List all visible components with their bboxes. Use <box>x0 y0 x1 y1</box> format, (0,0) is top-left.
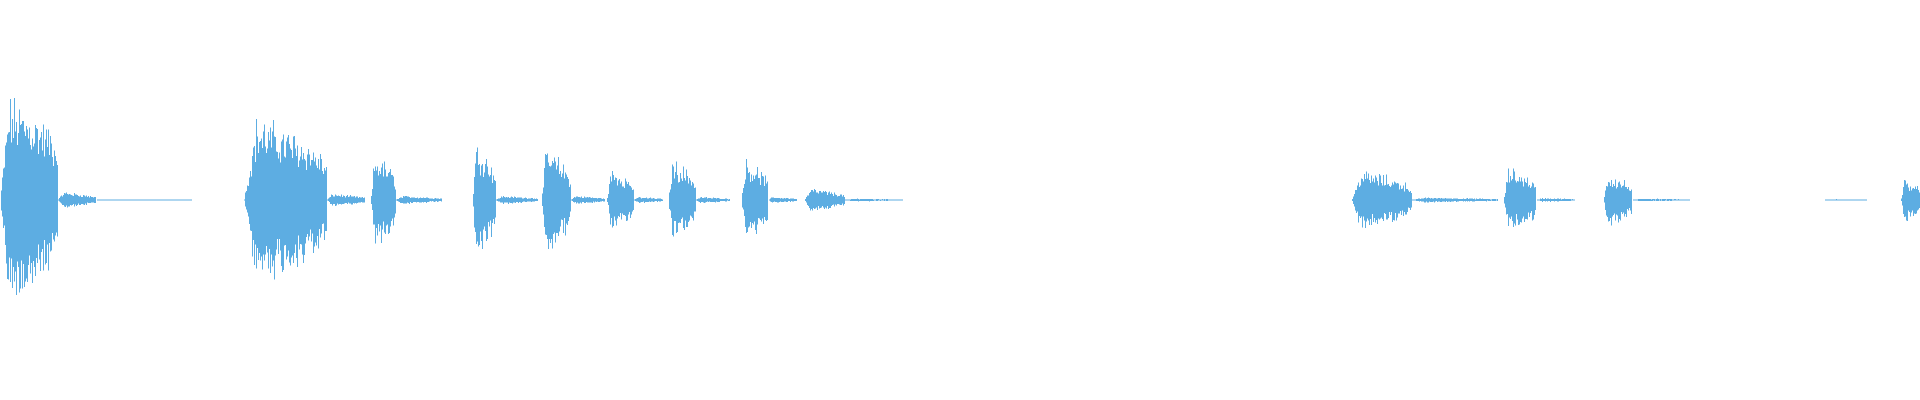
waveform-trace <box>1 98 1920 295</box>
waveform-bars <box>1 98 1920 295</box>
